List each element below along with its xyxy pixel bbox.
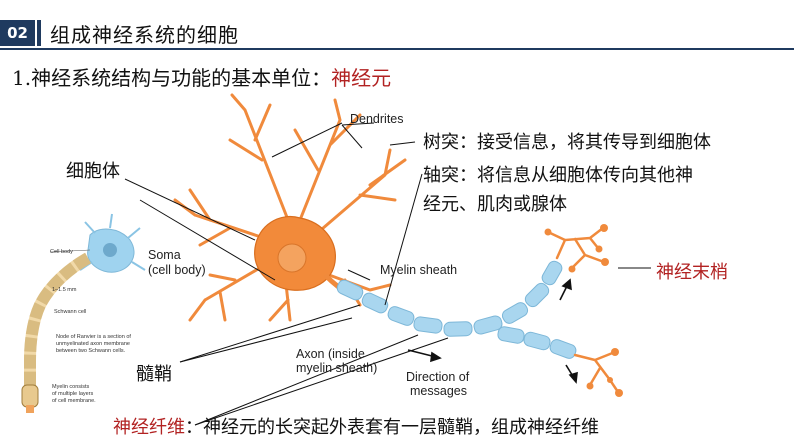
- axon-label: Axon (inside: [296, 347, 365, 361]
- subtitle-prefix: 1.神经系统结构与功能的基本单位：: [12, 66, 332, 90]
- inset-myelin-label-2: of multiple layers: [52, 391, 94, 397]
- dendrites: [173, 93, 407, 322]
- axon-label-sub: myelin sheath): [296, 361, 378, 375]
- nerve-fiber-text: ：神经元的长突起外表套有一层髓鞘，组成神经纤维: [185, 417, 599, 438]
- inset-myelin-label-1: Myelin consists: [52, 384, 90, 390]
- badge-stripe: [37, 20, 41, 46]
- inset-scale-label: 1–1.5 mm: [52, 287, 77, 293]
- myelin-sheath-label: Myelin sheath: [380, 263, 458, 277]
- inset-myelin-label-3: of cell membrane.: [52, 398, 96, 404]
- nerve-terminals-label: 神经末梢: [656, 262, 728, 283]
- inset-schwann-label: Schwann cell: [54, 309, 87, 315]
- direction-arrows: [407, 278, 578, 384]
- dendrites-label: Dendrites: [350, 112, 404, 126]
- subtitle-highlight: 神经元: [331, 66, 392, 90]
- inset-ranvier-label-2: unmyelinated axon membrane: [56, 341, 130, 347]
- section-title: 组成神经系统的细胞: [50, 23, 239, 47]
- direction-label-sub: messages: [410, 384, 467, 398]
- cell-body-label: 细胞体: [66, 161, 120, 182]
- dendrites-description: 树突：接受信息，将其传导到细胞体: [423, 132, 711, 153]
- axon-description-line2: 经元、肌肉或腺体: [423, 194, 567, 215]
- soma-label-sub: (cell body): [148, 263, 206, 277]
- section-badge: 02: [0, 20, 35, 46]
- inset-cell-body-label: Cell body: [50, 249, 73, 255]
- inset-ranvier-label-1: Node of Ranvier is a section of: [56, 334, 131, 340]
- myelin-label: 髓鞘: [136, 364, 172, 385]
- soma-label: Soma: [148, 248, 181, 262]
- nerve-fiber-definition: 神经纤维：神经元的长突起外表套有一层髓鞘，组成神经纤维: [113, 413, 599, 439]
- nucleus: [277, 243, 307, 273]
- leader-lines: [124, 122, 651, 426]
- inset-ranvier-label-3: between two Schwann cells.: [56, 348, 126, 354]
- myelin-segments: [336, 260, 577, 359]
- inset-neuron: [21, 213, 146, 413]
- nerve-fiber-term: 神经纤维: [113, 417, 185, 438]
- axon-description-line1: 轴突：将信息从细胞体传向其他神: [423, 165, 693, 186]
- header-divider: [0, 48, 794, 50]
- subtitle: 1.神经系统结构与功能的基本单位：神经元: [12, 62, 391, 91]
- axon-terminals: [546, 226, 620, 394]
- direction-label: Direction of: [406, 370, 470, 384]
